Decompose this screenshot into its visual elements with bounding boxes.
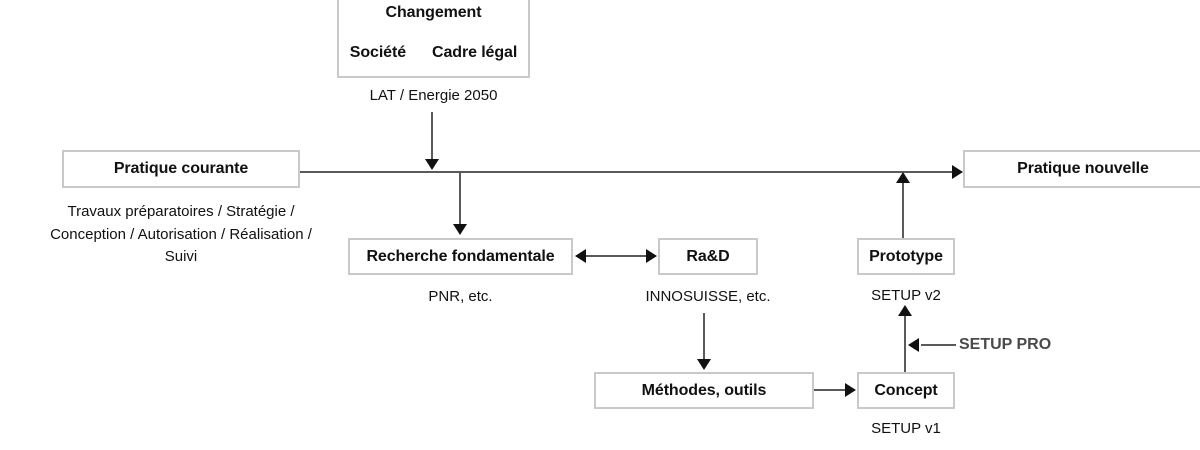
arrowhead-setup-pro — [908, 338, 919, 352]
arrowhead-recherche-rad-right — [646, 249, 657, 263]
arrowhead-concept-to-prototype — [898, 305, 912, 316]
connector-setup-pro — [921, 344, 956, 346]
node-changement-subrow: Société Cadre légal — [339, 44, 528, 62]
node-concept[interactable]: Concept — [857, 372, 955, 409]
node-rad-label: Ra&D — [686, 247, 730, 265]
node-pratique-courante-label: Pratique courante — [113, 160, 249, 177]
node-methodes-outils-label: Méthodes, outils — [641, 381, 767, 399]
connector-prototype-to-mainline — [902, 183, 904, 238]
caption-lat-energie: LAT / Energie 2050 — [369, 87, 498, 104]
connector-mainline-to-recherche — [459, 172, 461, 224]
caption-pnr: PNR, etc. — [428, 288, 493, 305]
arrowhead-recherche-rad-left — [575, 249, 586, 263]
arrowhead-prototype-to-mainline — [896, 172, 910, 183]
connector-rad-to-methodes — [703, 313, 705, 359]
node-changement[interactable]: Changement Société Cadre légal — [337, 0, 530, 78]
caption-pratique-courante: Travaux préparatoires / Stratégie / Conc… — [50, 203, 312, 265]
caption-setup-v2: SETUP v2 — [871, 287, 941, 304]
node-changement-societe: Société — [349, 44, 407, 61]
arrowhead-main-practice-flow — [952, 165, 963, 179]
annotation-setup-pro: SETUP PRO — [959, 336, 1052, 353]
node-recherche-fondamentale[interactable]: Recherche fondamentale — [348, 238, 573, 275]
node-changement-cadre-legal: Cadre légal — [432, 44, 518, 61]
node-concept-label: Concept — [874, 381, 938, 399]
connector-changement-to-mainline — [431, 112, 433, 160]
node-prototype[interactable]: Prototype — [857, 238, 955, 275]
node-pratique-courante[interactable]: Pratique courante — [62, 150, 300, 188]
connector-methodes-to-concept — [814, 389, 847, 391]
connector-main-practice-flow — [300, 171, 960, 173]
node-changement-title: Changement — [385, 4, 482, 21]
node-recherche-fondamentale-label: Recherche fondamentale — [366, 247, 555, 265]
caption-setup-v1: SETUP v1 — [871, 420, 941, 437]
arrowhead-methodes-to-concept — [845, 383, 856, 397]
arrowhead-mainline-to-recherche — [453, 224, 467, 235]
caption-innosuisse: INNOSUISSE, etc. — [645, 288, 771, 305]
node-methodes-outils[interactable]: Méthodes, outils — [594, 372, 814, 409]
node-rad[interactable]: Ra&D — [658, 238, 758, 275]
arrowhead-changement-to-mainline — [425, 159, 439, 170]
connector-concept-to-prototype — [904, 314, 906, 372]
connector-recherche-rad — [584, 255, 647, 257]
node-pratique-nouvelle[interactable]: Pratique nouvelle — [963, 150, 1200, 188]
node-pratique-nouvelle-label: Pratique nouvelle — [1017, 160, 1149, 177]
arrowhead-rad-to-methodes — [697, 359, 711, 370]
node-prototype-label: Prototype — [869, 247, 943, 265]
